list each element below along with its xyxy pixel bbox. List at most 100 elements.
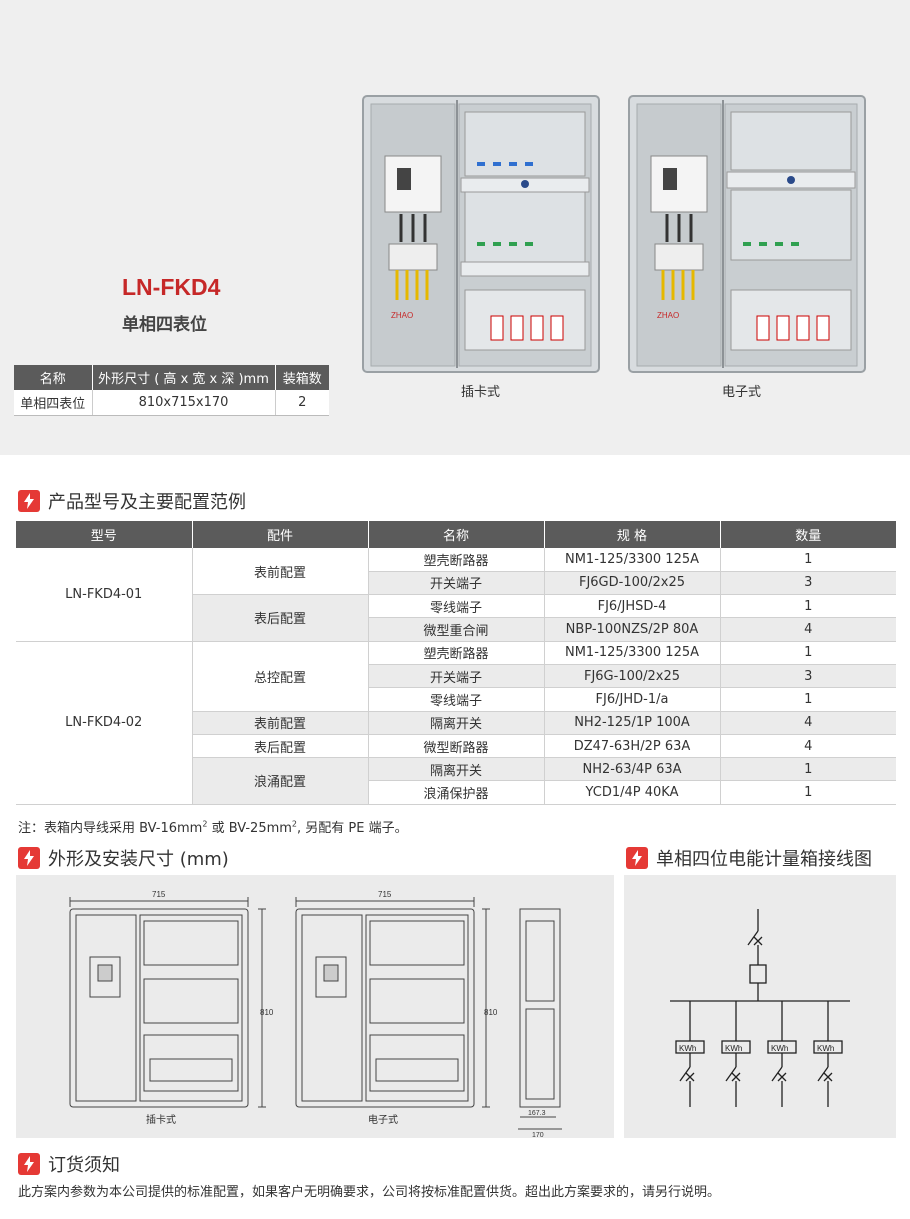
name-cell: 塑壳断路器 bbox=[368, 548, 545, 572]
col-spec: 规 格 bbox=[544, 521, 721, 548]
name-cell: 浪涌保护器 bbox=[368, 780, 545, 805]
group-cell: 表前配置 bbox=[192, 711, 369, 735]
dim-caption-card: 插卡式 bbox=[146, 1113, 176, 1126]
name-cell: 塑壳断路器 bbox=[368, 641, 545, 665]
spec-size: 810x715x170 bbox=[92, 390, 276, 416]
dimension-drawing: 715 715 810 810 167.3 170 插卡式 电子式 bbox=[69, 890, 562, 1139]
name-cell: 隔离开关 bbox=[368, 711, 545, 735]
wiring-diagram-panel: KWh KWh KWh KWh bbox=[624, 875, 896, 1138]
spec-cell: NH2-63/4P 63A bbox=[544, 757, 721, 782]
spec-cell: YCD1/4P 40KA bbox=[544, 780, 721, 805]
name-cell: 隔离开关 bbox=[368, 757, 545, 782]
col-name: 名称 bbox=[368, 521, 545, 548]
col-qty: 数量 bbox=[720, 521, 896, 548]
group-cell: 表前配置 bbox=[192, 548, 369, 596]
meter-label: KWh bbox=[771, 1044, 788, 1053]
order-heading-text: 订货须知 bbox=[48, 1155, 120, 1176]
height-label-1: 810 bbox=[260, 1008, 274, 1017]
name-cell: 微型断路器 bbox=[368, 734, 545, 759]
lightning-icon bbox=[18, 1153, 40, 1175]
spec-name: 单相四表位 bbox=[14, 390, 93, 416]
note-part-b: 或 BV-25mm bbox=[207, 821, 292, 836]
spec-header-size: 外形尺寸 ( 高 x 宽 x 深 )mm bbox=[92, 365, 276, 390]
spec-cell: FJ6/JHSD-4 bbox=[544, 594, 721, 619]
meter-branches: KWh KWh KWh KWh bbox=[675, 1001, 843, 1107]
spec-cell: FJ6GD-100/2x25 bbox=[544, 571, 721, 596]
qty-cell: 1 bbox=[720, 594, 896, 619]
order-heading: 订货须知 bbox=[18, 1151, 120, 1177]
dimensions-heading-text: 外形及安装尺寸 (mm) bbox=[48, 849, 229, 870]
group-cell: 表后配置 bbox=[192, 594, 369, 642]
table-row: LN-FKD4-02 总控配置 塑壳断路器 NM1-125/3300 125A … bbox=[16, 641, 896, 805]
qty-cell: 1 bbox=[720, 641, 896, 665]
table-row: 微型重合闸 NBP-100NZS/2P 80A 4 bbox=[16, 617, 896, 642]
meter-label: KWh bbox=[817, 1044, 834, 1053]
qty-cell: 1 bbox=[720, 687, 896, 712]
table-row: 浪涌配置 隔离开关 NH2-63/4P 63A 1 bbox=[16, 757, 896, 805]
model-title: LN-FKD4 bbox=[122, 274, 221, 300]
name-cell: 零线端子 bbox=[368, 594, 545, 619]
spec-cell: NM1-125/3300 125A bbox=[544, 548, 721, 572]
col-part: 配件 bbox=[192, 521, 369, 548]
name-cell: 开关端子 bbox=[368, 571, 545, 596]
config-heading: 产品型号及主要配置范例 bbox=[18, 488, 246, 514]
model-subtitle: 单相四表位 bbox=[122, 315, 207, 335]
spec-header-qty: 装箱数 bbox=[275, 365, 329, 390]
spec-cell: FJ6/JHD-1/a bbox=[544, 687, 721, 712]
group-cell: 表后配置 bbox=[192, 734, 369, 759]
note-part-a: 注：表箱内导线采用 BV-16mm bbox=[18, 821, 203, 836]
spec-header-name: 名称 bbox=[14, 365, 93, 390]
table-row: 表后配置 微型断路器 DZ47-63H/2P 63A 4 bbox=[16, 734, 896, 759]
spec-cell: NH2-125/1P 100A bbox=[544, 711, 721, 735]
caption-electronic-type: 电子式 bbox=[722, 385, 762, 400]
meter-branch-3 bbox=[767, 1001, 797, 1107]
spec-cell: NBP-100NZS/2P 80A bbox=[544, 617, 721, 642]
meter-label: KWh bbox=[679, 1044, 696, 1053]
svg-text:ZHAO: ZHAO bbox=[391, 311, 413, 320]
qty-cell: 3 bbox=[720, 571, 896, 596]
col-model: 型号 bbox=[16, 521, 193, 548]
config-heading-text: 产品型号及主要配置范例 bbox=[48, 492, 246, 513]
spec-qty: 2 bbox=[275, 390, 329, 416]
spec-cell: NM1-125/3300 125A bbox=[544, 641, 721, 665]
meter-branch-1 bbox=[675, 1001, 705, 1107]
meter-branch-4 bbox=[813, 1001, 843, 1107]
config-table: 型号 配件 名称 规 格 数量 LN-FKD4-01 表前配置 塑壳断路器 NM… bbox=[16, 521, 896, 805]
meter-label: KWh bbox=[725, 1044, 742, 1053]
order-text: 此方案内参数为本公司提供的标准配置，如果客户无明确要求，公司将按标准配置供货。超… bbox=[18, 1185, 721, 1200]
spec-table: 名称 外形尺寸 ( 高 x 宽 x 深 )mm 装箱数 单相四表位 810x71… bbox=[14, 365, 329, 416]
meter-branch-2 bbox=[721, 1001, 751, 1107]
wiring-heading-text: 单相四位电能计量箱接线图 bbox=[656, 849, 872, 870]
qty-cell: 1 bbox=[720, 548, 896, 572]
height-label-2: 810 bbox=[484, 1008, 498, 1017]
group-cell: 总控配置 bbox=[192, 641, 369, 712]
table-row: 零线端子 FJ6/JHD-1/a 1 bbox=[16, 687, 896, 712]
wiring-diagram: KWh KWh KWh KWh bbox=[670, 909, 850, 1107]
spec-cell: DZ47-63H/2P 63A bbox=[544, 734, 721, 759]
name-cell: 微型重合闸 bbox=[368, 617, 545, 642]
qty-cell: 4 bbox=[720, 734, 896, 759]
note-sup-1: 2 bbox=[202, 819, 208, 829]
dim-caption-electronic: 电子式 bbox=[368, 1113, 398, 1126]
depth-label-a: 167.3 bbox=[528, 1110, 546, 1117]
qty-cell: 4 bbox=[720, 711, 896, 735]
table-row: 浪涌保护器 YCD1/4P 40KA 1 bbox=[16, 780, 896, 805]
dimension-drawing-panel: 715 715 810 810 167.3 170 插卡式 电子式 bbox=[16, 875, 614, 1139]
table-row: 开关端子 FJ6G-100/2x25 3 bbox=[16, 664, 896, 689]
lightning-icon bbox=[18, 490, 40, 512]
wiring-heading: 单相四位电能计量箱接线图 bbox=[626, 845, 872, 871]
name-cell: 零线端子 bbox=[368, 687, 545, 712]
svg-text:ZHAO: ZHAO bbox=[657, 311, 679, 320]
table-row: 表前配置 隔离开关 NH2-125/1P 100A 4 bbox=[16, 711, 896, 735]
depth-label-b: 170 bbox=[532, 1132, 544, 1138]
width-label-1: 715 bbox=[152, 890, 166, 899]
dimensions-heading: 外形及安装尺寸 (mm) bbox=[18, 845, 229, 871]
name-cell: 开关端子 bbox=[368, 664, 545, 689]
model-cell: LN-FKD4-02 bbox=[16, 641, 193, 805]
qty-cell: 3 bbox=[720, 664, 896, 689]
spec-cell: FJ6G-100/2x25 bbox=[544, 664, 721, 689]
lightning-icon bbox=[626, 847, 648, 869]
wiring-note: 注：表箱内导线采用 BV-16mm2 或 BV-25mm2, 另配有 PE 端子… bbox=[18, 817, 408, 836]
table-row: LN-FKD4-01 表前配置 塑壳断路器 NM1-125/3300 125A … bbox=[16, 548, 896, 642]
note-part-c: , 另配有 PE 端子。 bbox=[297, 821, 408, 836]
